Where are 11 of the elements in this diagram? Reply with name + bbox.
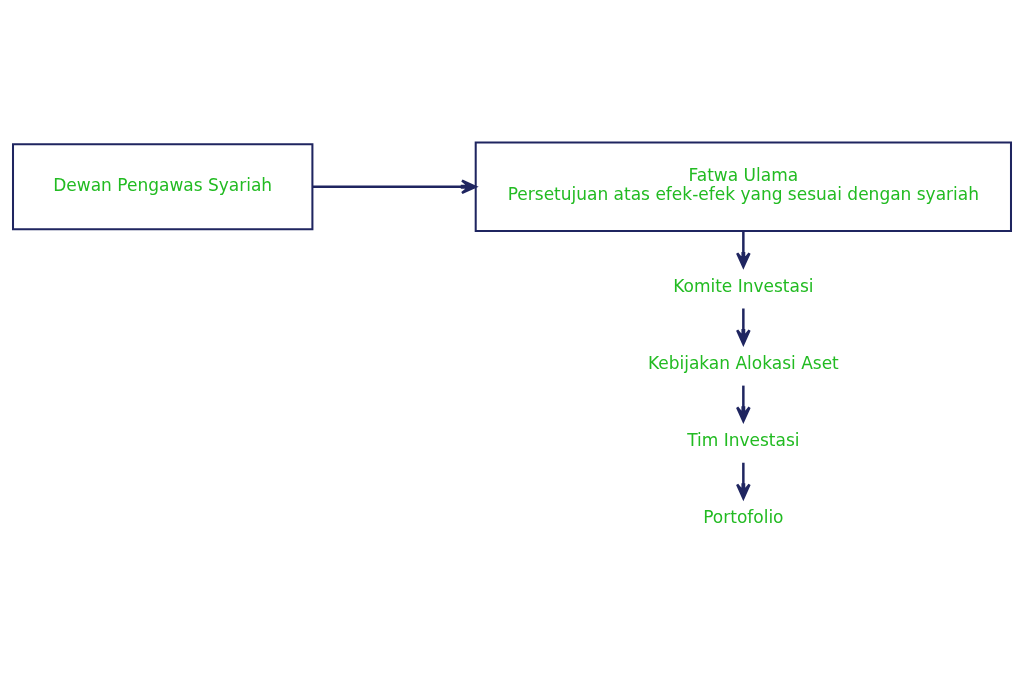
node-box: Dewan Pengawas Syariah	[12, 143, 314, 231]
node-text: Portofolio	[703, 507, 784, 528]
arrow	[312, 179, 477, 195]
arrow	[736, 231, 751, 269]
node-box: Fatwa Ulama Persetujuan atas efek-efek yang sesuai dengan syariah	[474, 141, 1012, 232]
arrow	[736, 385, 751, 423]
arrow	[736, 462, 751, 500]
arrow	[736, 308, 751, 346]
node-text: Kebijakan Alokasi Aset	[647, 352, 839, 373]
node-text: Tim Investasi	[687, 429, 800, 450]
node-text: Komite Investasi	[673, 275, 814, 296]
